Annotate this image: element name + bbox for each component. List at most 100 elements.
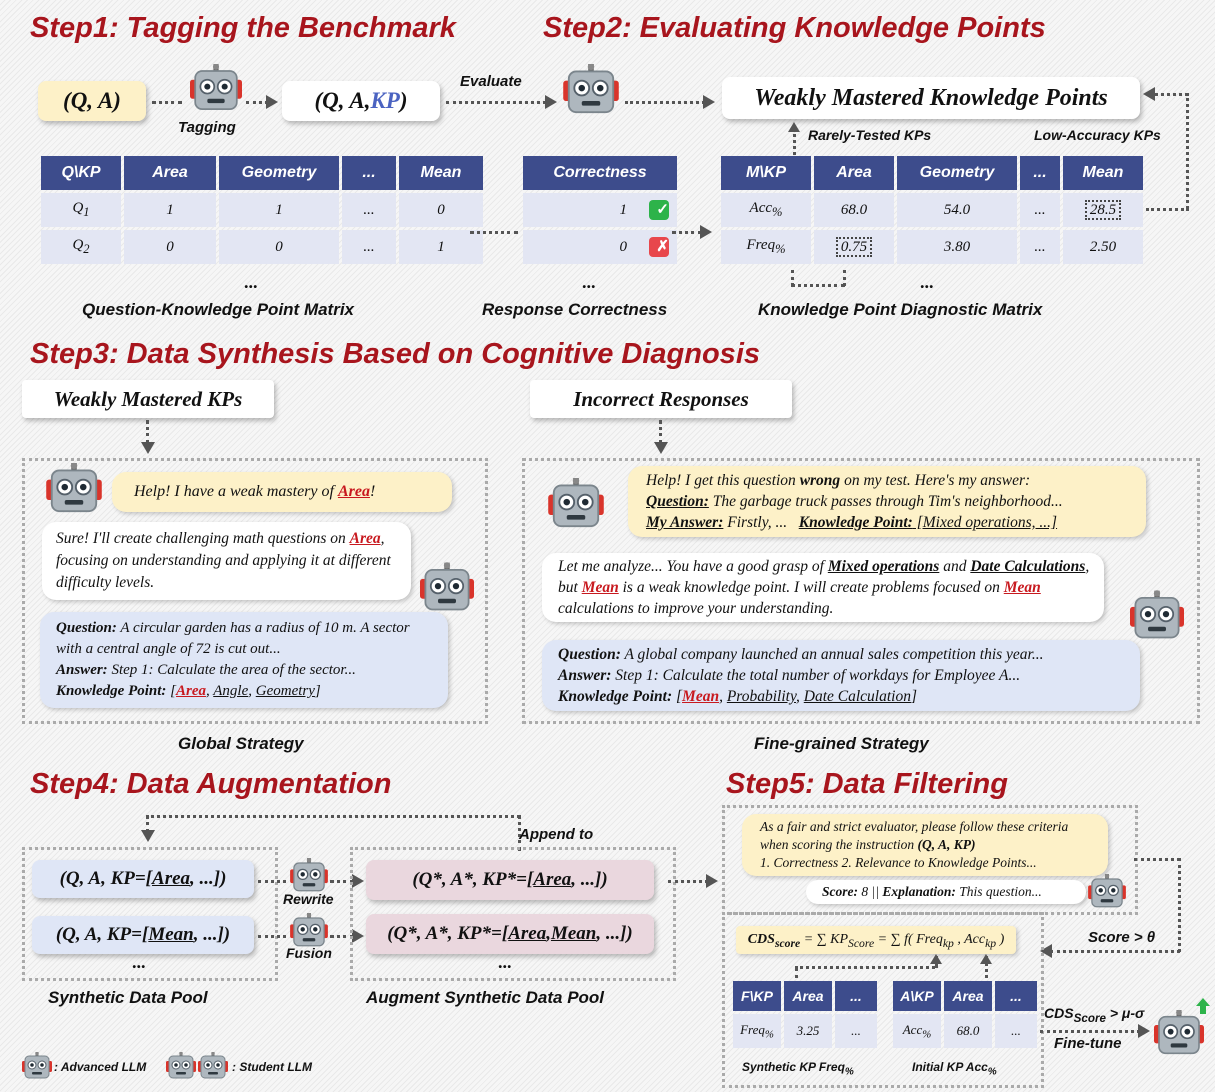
fine-grained-strategy-frame	[522, 458, 1200, 724]
fusion-label: Fusion	[286, 945, 332, 961]
cell: 68.0	[944, 1014, 992, 1048]
cell: ...	[342, 230, 396, 264]
score-threshold-label: Score > θ	[1088, 929, 1156, 946]
arrow-icon	[266, 95, 278, 109]
pool-item: (Q, A, KP=[Area, ...])	[32, 860, 254, 898]
generated-question-bubble: Question: A circular garden has a radius…	[40, 612, 448, 708]
cds-formula: CDSscore = ∑ KPScore = ∑ f( Freqkp , Acc…	[736, 926, 1016, 954]
table-row: Acc% 68.0 54.0 ... 28.5	[721, 193, 1143, 227]
table-row: 1✓	[523, 193, 677, 227]
connector	[330, 935, 354, 938]
cell: 68.0	[814, 193, 894, 227]
connector	[795, 968, 798, 978]
table-row: 0✗	[523, 230, 677, 264]
cross-icon: ✗	[649, 237, 669, 257]
help-bubble: Help! I have a weak mastery of Area!	[112, 472, 452, 512]
cell: ...	[342, 193, 396, 227]
cell: 3.80	[897, 230, 1017, 264]
qakp-box: (Q, A, KP)	[282, 81, 440, 121]
header-cell: Area	[124, 156, 216, 190]
connector	[330, 880, 354, 883]
student-llm-robot-icon	[563, 64, 619, 114]
check-icon: ✓	[649, 200, 669, 220]
header-cell: Mean	[399, 156, 483, 190]
arrow-icon	[980, 954, 992, 964]
augment-pool-caption: Augment Synthetic Data Pool	[366, 988, 605, 1007]
evaluator-prompt-bubble: As a fair and strict evaluator, please f…	[742, 814, 1108, 876]
arrow-icon	[141, 830, 155, 842]
arrow-icon	[1138, 1024, 1150, 1038]
synthetic-pool-frame	[22, 847, 278, 981]
cell: ...	[1020, 193, 1060, 227]
advanced-llm-robot-icon	[22, 1052, 52, 1079]
connector	[985, 956, 988, 978]
header-cell: A\KP	[893, 981, 941, 1011]
arrow-icon	[703, 95, 715, 109]
connector	[795, 966, 935, 969]
ellipsis: ...	[582, 272, 596, 292]
augment-pool-frame	[350, 847, 676, 981]
ellipsis: ...	[244, 272, 258, 292]
augment-pool-item: (Q*, A*, KP*=[Area, Mean, ...])	[366, 914, 654, 954]
legend-student-llm: : Student LLM	[232, 1060, 312, 1074]
incorrect-responses-box: Incorrect Responses	[530, 380, 792, 418]
header-cell: ...	[342, 156, 396, 190]
connector	[1134, 858, 1180, 861]
cell: 0.75	[814, 230, 894, 264]
synthetic-pool-caption: Synthetic Data Pool	[48, 988, 208, 1007]
cell: 0✗	[523, 230, 677, 264]
cell: ...	[835, 1014, 877, 1048]
step1-title: Step1: Tagging the Benchmark	[30, 12, 456, 44]
advanced-llm-robot-icon	[1130, 590, 1184, 640]
step4-title: Step4: Data Augmentation	[30, 768, 392, 800]
cds-threshold-label: CDSScore > μ-σ	[1044, 1005, 1145, 1025]
connector	[793, 129, 796, 155]
append-connector	[146, 815, 520, 818]
cell: 1✓	[523, 193, 677, 227]
step5-title: Step5: Data Filtering	[726, 768, 1008, 800]
weak-kp-box: Weakly Mastered Knowledge Points	[722, 77, 1140, 119]
cds-frame	[722, 912, 1044, 1088]
header-cell: F\KP	[733, 981, 781, 1011]
row-label: Freq%	[733, 1014, 781, 1048]
header-cell: M\KP	[721, 156, 811, 190]
feedback-connector	[1146, 208, 1189, 211]
fine-grained-strategy-caption: Fine-grained Strategy	[754, 734, 929, 753]
cell: 2.50	[1063, 230, 1143, 264]
append-connector	[146, 815, 149, 833]
feedback-connector	[1150, 93, 1188, 96]
rarely-tested-label: Rarely-Tested KPs	[808, 127, 932, 143]
improvement-arrow-icon	[1196, 998, 1210, 1014]
arrow-icon	[700, 225, 712, 239]
cell: 0	[399, 193, 483, 227]
row-label: Acc%	[893, 1014, 941, 1048]
connector	[791, 270, 794, 286]
arrow-icon	[788, 122, 800, 132]
row-label: Q2	[41, 230, 121, 264]
ellipsis: ...	[498, 952, 512, 972]
advanced-llm-robot-icon	[290, 858, 328, 892]
connector	[625, 101, 705, 104]
connector	[258, 880, 286, 883]
fine-tune-label: Fine-tune	[1054, 1035, 1122, 1052]
table-row: Acc% 68.0 ...	[893, 1014, 1037, 1048]
cell: 28.5	[1063, 193, 1143, 227]
qkp-matrix-caption: Question-Knowledge Point Matrix	[82, 300, 355, 319]
arrow-icon	[654, 442, 668, 454]
tagging-label: Tagging	[178, 119, 236, 136]
connector	[672, 231, 702, 234]
low-accuracy-label: Low-Accuracy KPs	[1034, 127, 1161, 143]
cell: 54.0	[897, 193, 1017, 227]
append-connector	[518, 815, 521, 851]
synthetic-kp-freq-caption: Synthetic KP Freq%	[742, 1060, 854, 1078]
connector	[1040, 1030, 1140, 1033]
ellipsis: ...	[132, 952, 146, 972]
arrow-icon	[141, 442, 155, 454]
evaluate-label: Evaluate	[460, 73, 522, 90]
header-cell: Area	[944, 981, 992, 1011]
initial-kp-acc-table: A\KP Area ... Acc% 68.0 ...	[890, 978, 1040, 1051]
initial-kp-acc-caption: Initial KP Acc%	[912, 1060, 997, 1078]
cell: 1	[219, 193, 339, 227]
advanced-llm-robot-icon	[420, 562, 474, 612]
generated-question-bubble: Question: A global company launched an a…	[542, 640, 1140, 711]
